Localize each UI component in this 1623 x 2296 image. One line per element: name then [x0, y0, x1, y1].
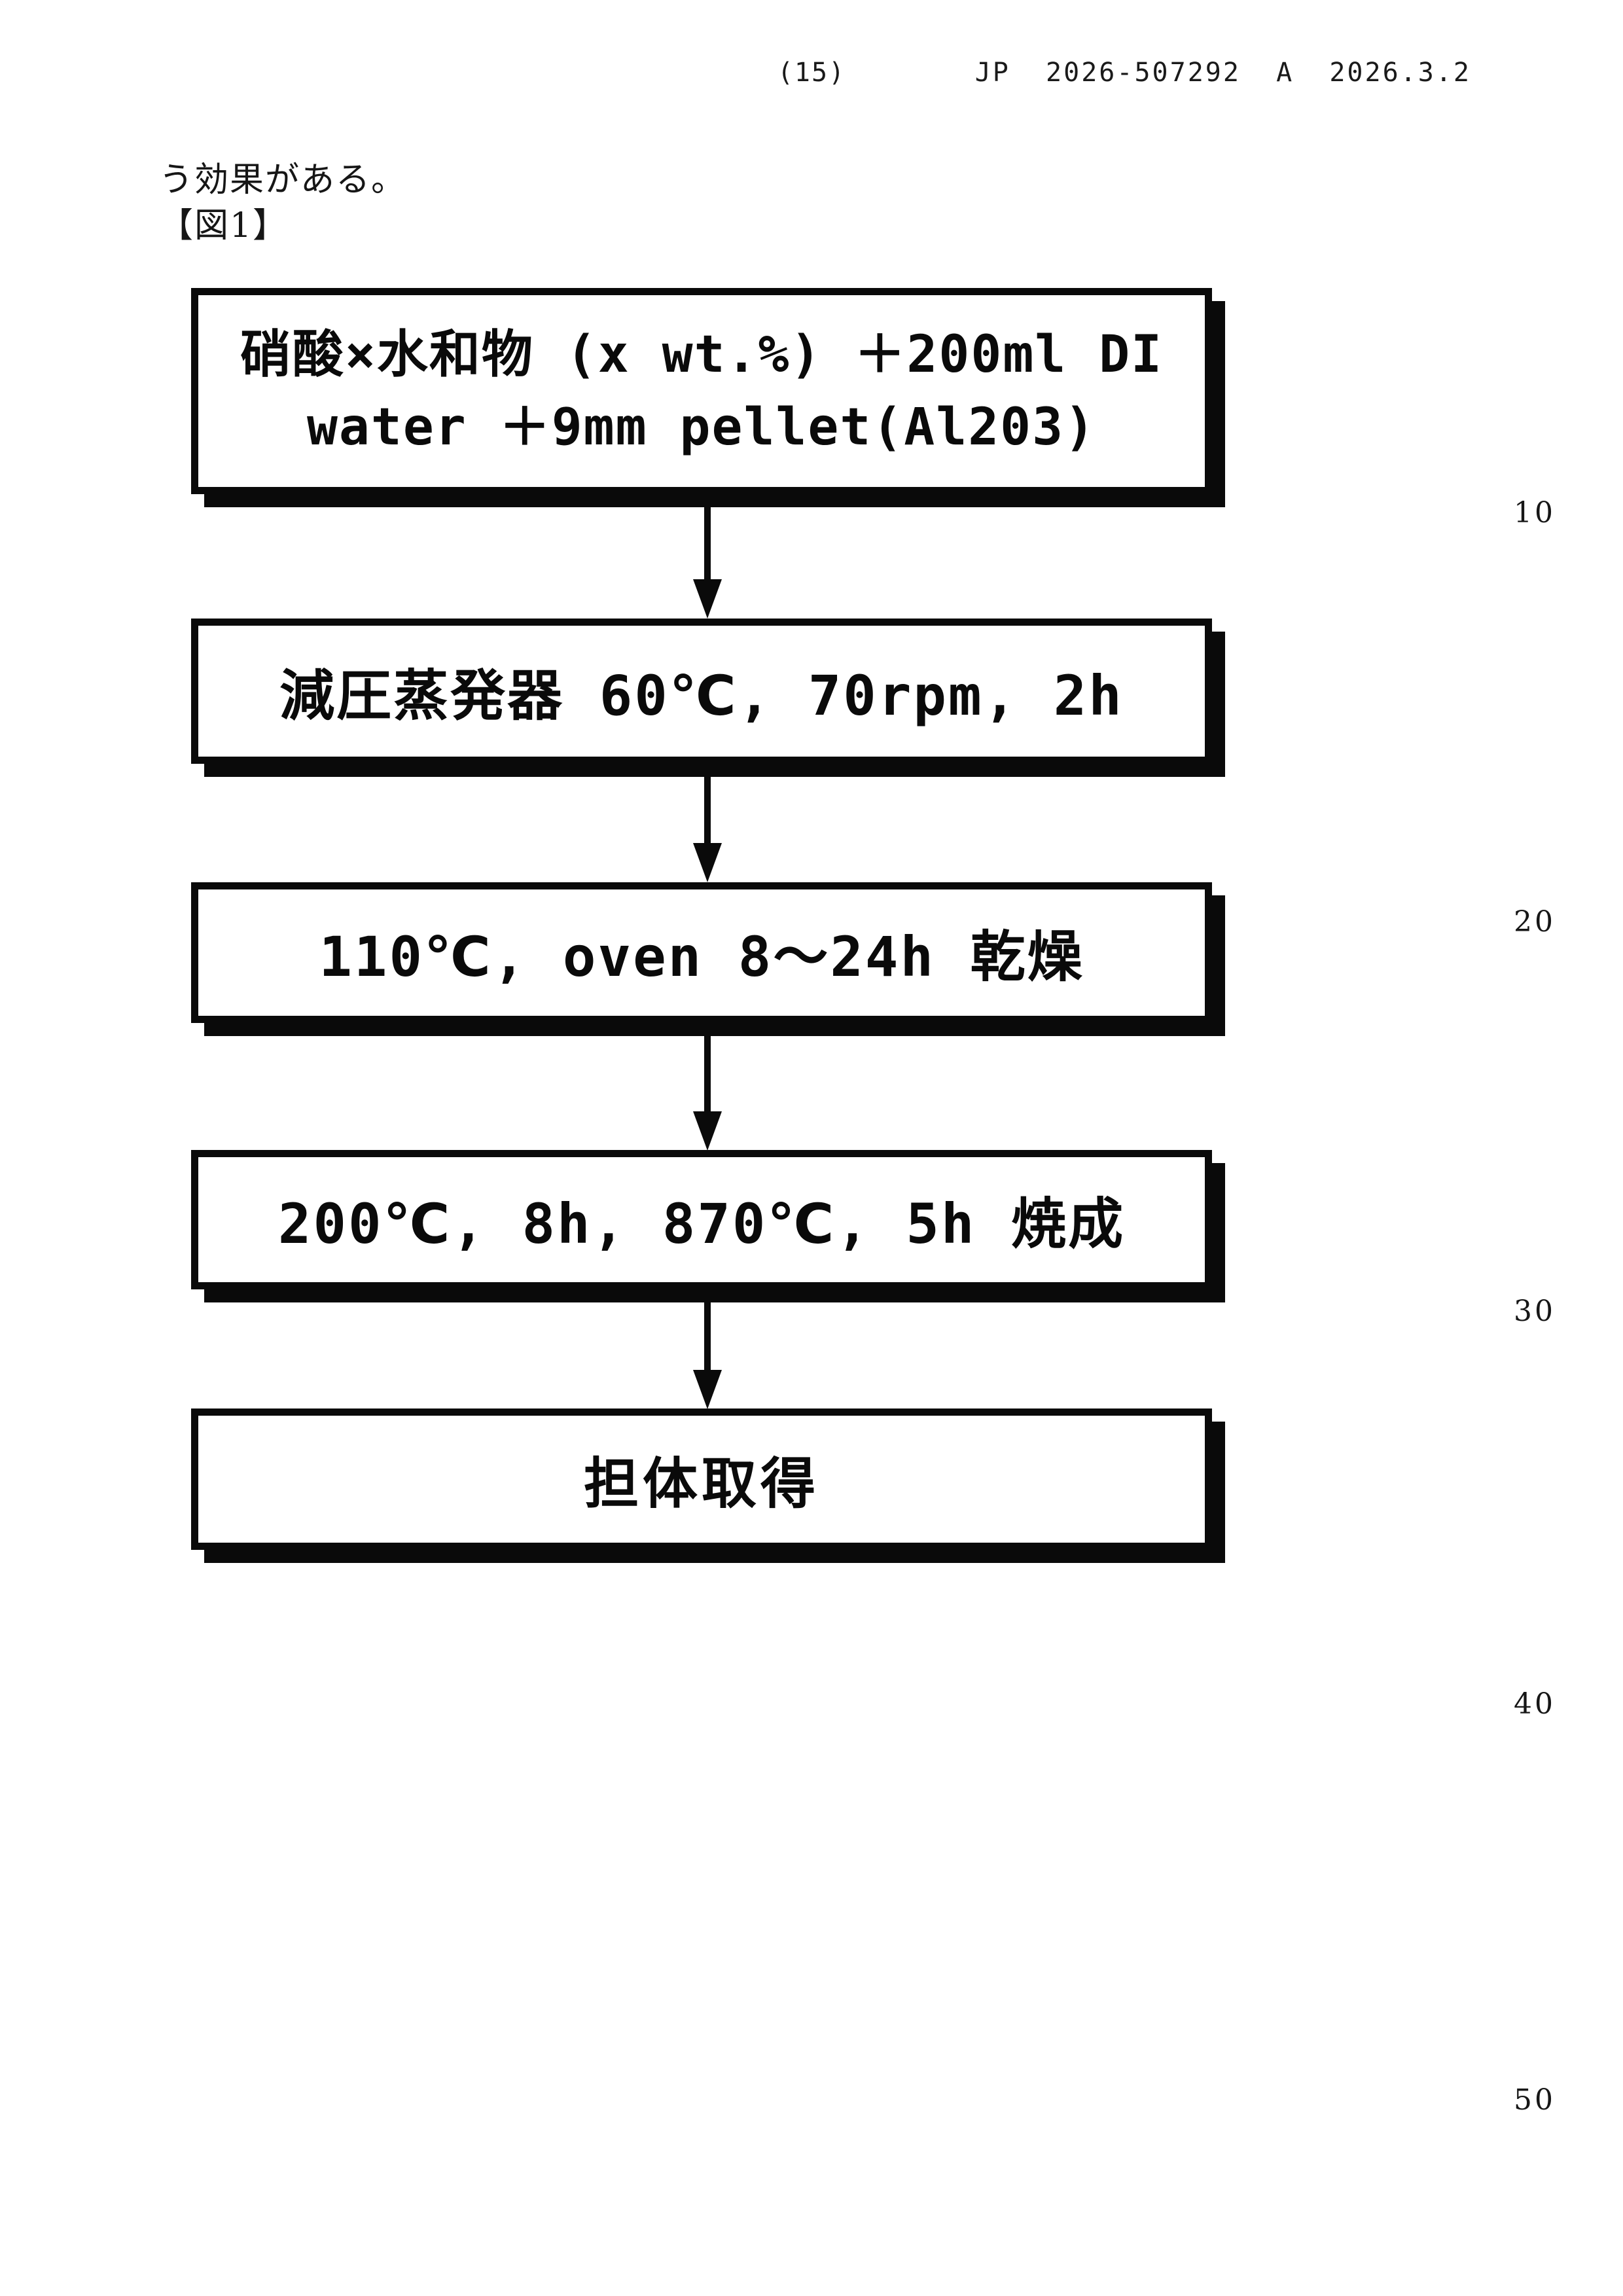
flow-step-1-line-2: water ＋9mm pellet(Al203) [306, 397, 1097, 457]
figure-label: 【図1】 [159, 206, 289, 245]
page-number: (15) [777, 58, 846, 88]
flow-step-2-box: 減圧蒸発器 60℃, 70rpm, 2h [191, 619, 1212, 764]
flow-step-2-line-1: 減圧蒸発器 60℃, 70rpm, 2h [279, 663, 1124, 728]
flow-step-1-line-1: 硝酸×水和物 (x wt.%) ＋200ml DI [240, 325, 1164, 384]
flow-step-3-line-1: 110℃, oven 8～24h 乾燥 [319, 925, 1084, 989]
margin-line-number-10: 10 [1514, 496, 1556, 529]
publication-number: JP 2026-507292 A 2026.3.2 [974, 58, 1471, 88]
margin-line-number-50: 50 [1514, 2083, 1556, 2117]
margin-line-number-20: 20 [1514, 905, 1556, 939]
flow-step-4-line-1: 200℃, 8h, 870℃, 5h 焼成 [277, 1192, 1126, 1256]
paragraph-text: う効果がある。 [159, 160, 407, 200]
flow-step-4-box: 200℃, 8h, 870℃, 5h 焼成 [191, 1150, 1212, 1289]
flow-step-5-box: 担体取得 [191, 1408, 1212, 1550]
flow-step-3-box: 110℃, oven 8～24h 乾燥 [191, 882, 1212, 1023]
flow-step-1-box: 硝酸×水和物 (x wt.%) ＋200ml DI water ＋9mm pel… [191, 288, 1212, 494]
flow-step-5-line-1: 担体取得 [583, 1451, 819, 1516]
margin-line-number-30: 30 [1514, 1295, 1556, 1328]
margin-line-number-40: 40 [1514, 1687, 1556, 1721]
